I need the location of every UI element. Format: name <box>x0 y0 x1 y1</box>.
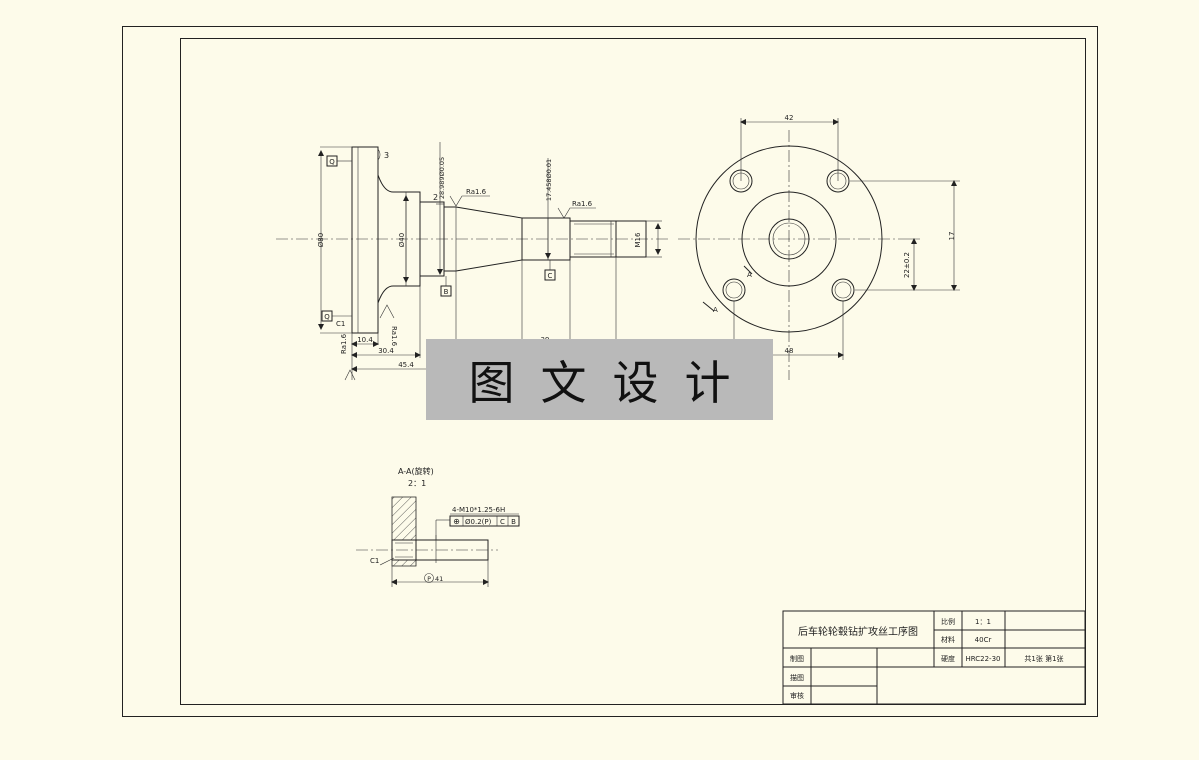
datum-c: C <box>548 272 553 280</box>
dim-45-4: 45.4 <box>398 361 414 369</box>
inner-frame <box>180 38 1086 705</box>
dim-48: 48 <box>785 347 794 355</box>
section-a-lower: A <box>713 306 718 314</box>
drawing-title: 后车轮轮毂钻扩攻丝工序图 <box>798 625 918 638</box>
dim-d40: Ø40 <box>398 233 406 247</box>
checked-label: 审核 <box>790 691 804 700</box>
ra-journal: Ra1.6 <box>572 200 593 208</box>
tol-value: Ø0.2(P) <box>465 518 492 526</box>
dim-d80: Ø80 <box>317 233 325 247</box>
dim-22: 22±0.2 <box>903 252 911 278</box>
hardness-value: HRC22-30 <box>965 655 1000 663</box>
chamfer-c1: C1 <box>336 320 345 328</box>
outer-frame <box>122 26 1098 717</box>
dim-41: 41 <box>435 575 443 583</box>
p-circle: P <box>427 576 431 583</box>
sheet-count: 共1张 第1张 <box>1024 654 1063 663</box>
dim-30-4: 30.4 <box>378 347 394 355</box>
ra-left: Ra1.6 <box>340 333 348 354</box>
title-block: 后车轮轮毂钻扩攻丝工序图 比例 1：1 材料 40Cr 硬度 HRC22-30 … <box>782 610 1086 705</box>
dim-d28: 28.989Ø0.05 <box>438 157 446 199</box>
note-3: 3 <box>384 151 389 160</box>
watermark-text: 图文设计 <box>468 355 757 410</box>
tol-datum-c: C <box>500 518 505 526</box>
scale-value: 1：1 <box>975 618 991 626</box>
section-c1: C1 <box>370 557 379 565</box>
tol-position-symbol: ⊕ <box>453 517 460 526</box>
traced-label: 描图 <box>790 673 804 682</box>
dim-m16: M16 <box>634 232 642 247</box>
dim-d17: 17.458Ø0.01 <box>545 159 553 201</box>
datum-b: B <box>444 288 449 296</box>
flange-dimensions: 42 17 22±0.2 48 A A <box>702 114 960 360</box>
section-scale: 2：1 <box>408 479 426 488</box>
datum-q-top: Q <box>329 158 335 166</box>
watermark-banner: 图文设计 <box>426 339 773 420</box>
flange-front-view <box>678 130 900 380</box>
drawn-label: 制图 <box>790 654 804 663</box>
dim-17: 17 <box>948 232 956 241</box>
section-a-upper: A <box>747 271 752 279</box>
datum-q-bottom: Q <box>324 313 330 321</box>
ra-flange: Ra1.6 <box>390 326 398 347</box>
shaft-dimensions: Ø80 Q Q C1 3 Ø40 Ra1.6 10.4 30.4 45.4 39 <box>317 142 662 381</box>
thread-spec: 4-M10*1.25-6H <box>452 506 505 514</box>
section-a-a: A-A(旋转) 2：1 4-M10*1.25-6H ⊕ Ø0.2(P) C B … <box>356 466 520 587</box>
section-title: A-A(旋转) <box>398 466 434 476</box>
tol-datum-b: B <box>511 518 516 526</box>
scale-label: 比例 <box>941 617 955 626</box>
material-value: 40Cr <box>975 636 992 644</box>
hardness-label: 硬度 <box>941 654 955 663</box>
dim-10-4: 10.4 <box>357 336 373 344</box>
shaft-side-view <box>276 146 668 334</box>
note-2: 2 <box>433 193 438 202</box>
dim-42: 42 <box>785 114 794 122</box>
material-label: 材料 <box>941 635 955 644</box>
ra-collar: Ra1.6 <box>466 188 487 196</box>
